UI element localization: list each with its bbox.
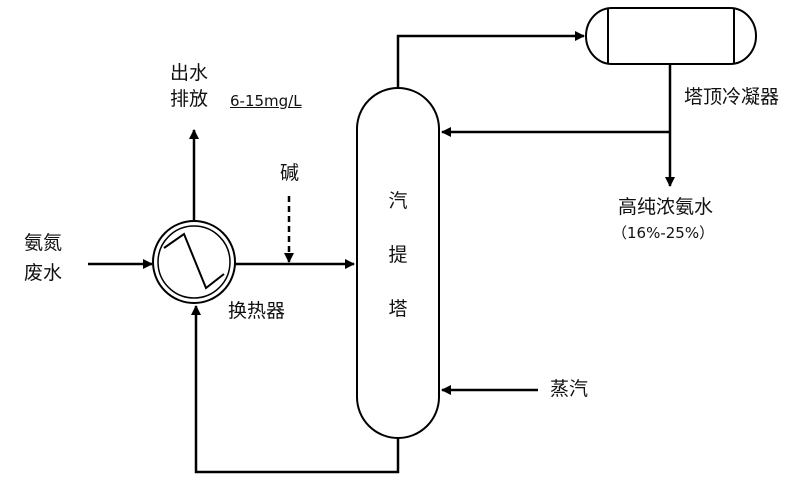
alkali-label: 碱	[280, 162, 300, 184]
outlet-label-line1: 出水	[170, 62, 209, 84]
column-label-char1: 汽	[388, 190, 408, 212]
heat-exchanger-symbol	[152, 220, 236, 304]
overhead-vapor-line	[396, 31, 585, 88]
outlet-label-line2: 排放	[170, 88, 209, 110]
product-label: 高纯浓氨水	[618, 196, 714, 218]
heat-exchanger-label: 换热器	[228, 300, 286, 322]
bottoms-return-line	[191, 305, 400, 474]
feed-label-line2: 废水	[24, 262, 63, 284]
column-label-char2: 提	[388, 244, 408, 266]
product-range-label: （16%-25%）	[612, 224, 715, 242]
steam-label: 蒸汽	[550, 378, 589, 400]
feed-label-line1: 氨氮	[24, 232, 63, 254]
column-label-char3: 塔	[388, 298, 408, 320]
overhead-condenser	[585, 7, 757, 65]
condenser-label: 塔顶冷凝器	[684, 86, 780, 108]
outlet-concentration: 6-15mg/L	[230, 92, 302, 110]
